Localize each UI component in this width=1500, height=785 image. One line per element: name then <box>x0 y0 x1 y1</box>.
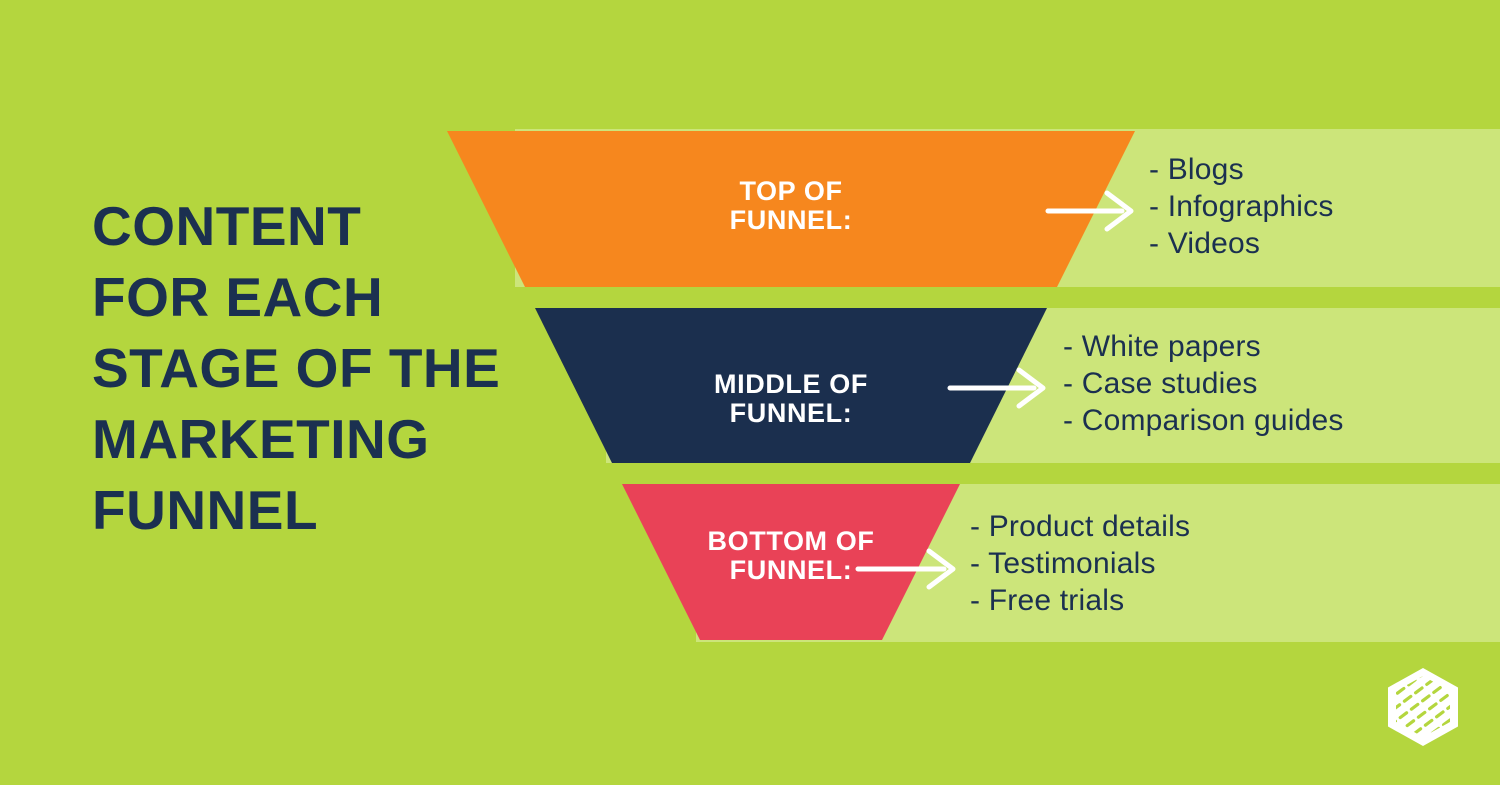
page-title-line: MARKETING <box>92 408 430 470</box>
stage-label-line: BOTTOM OF <box>707 526 875 556</box>
list-item: - Infographics <box>1149 190 1334 223</box>
list-item: - Free trials <box>970 584 1125 617</box>
stage-label-line: FUNNEL: <box>729 205 853 235</box>
page-title-line: FUNNEL <box>92 479 319 541</box>
page-title-line: STAGE OF THE <box>92 337 501 399</box>
arrow-icon-top <box>1045 190 1134 232</box>
list-item: - Product details <box>970 510 1191 543</box>
stage-label-bottom-of-funnel: BOTTOM OF FUNNEL: <box>641 527 941 585</box>
stage-items-top-of-funnel: - Blogs - Infographics - Videos <box>1149 151 1334 262</box>
stage-items-middle-of-funnel: - White papers - Case studies - Comparis… <box>1063 328 1344 439</box>
funnel-stage-top-shape <box>447 131 1135 287</box>
list-item: - White papers <box>1063 330 1261 363</box>
funnel-stage-middle-shape <box>535 308 1047 463</box>
page-title: CONTENT FOR EACH STAGE OF THE MARKETING … <box>92 191 500 546</box>
arrow-icon-bottom <box>855 548 956 590</box>
stage-label-line: FUNNEL: <box>729 398 853 428</box>
list-item: - Blogs <box>1149 153 1244 186</box>
list-item: - Testimonials <box>970 547 1156 580</box>
arrow-icon-middle <box>947 367 1046 409</box>
list-item: - Videos <box>1149 227 1261 260</box>
list-item: - Comparison guides <box>1063 404 1344 437</box>
funnel-stage-bottom-shape <box>622 484 960 640</box>
hatched-hexagon-logo-icon <box>1388 668 1458 746</box>
stage-label-middle-of-funnel: MIDDLE OF FUNNEL: <box>641 370 941 428</box>
stage-label-line: FUNNEL: <box>729 555 853 585</box>
stage-label-line: TOP OF <box>739 176 843 206</box>
page-title-line: CONTENT <box>92 195 362 257</box>
stage-items-bottom-of-funnel: - Product details - Testimonials - Free … <box>970 508 1190 619</box>
page-title-line: FOR EACH <box>92 266 384 328</box>
stage-label-line: MIDDLE OF <box>714 369 868 399</box>
list-item: - Case studies <box>1063 367 1258 400</box>
stage-label-top-of-funnel: TOP OF FUNNEL: <box>641 177 941 235</box>
